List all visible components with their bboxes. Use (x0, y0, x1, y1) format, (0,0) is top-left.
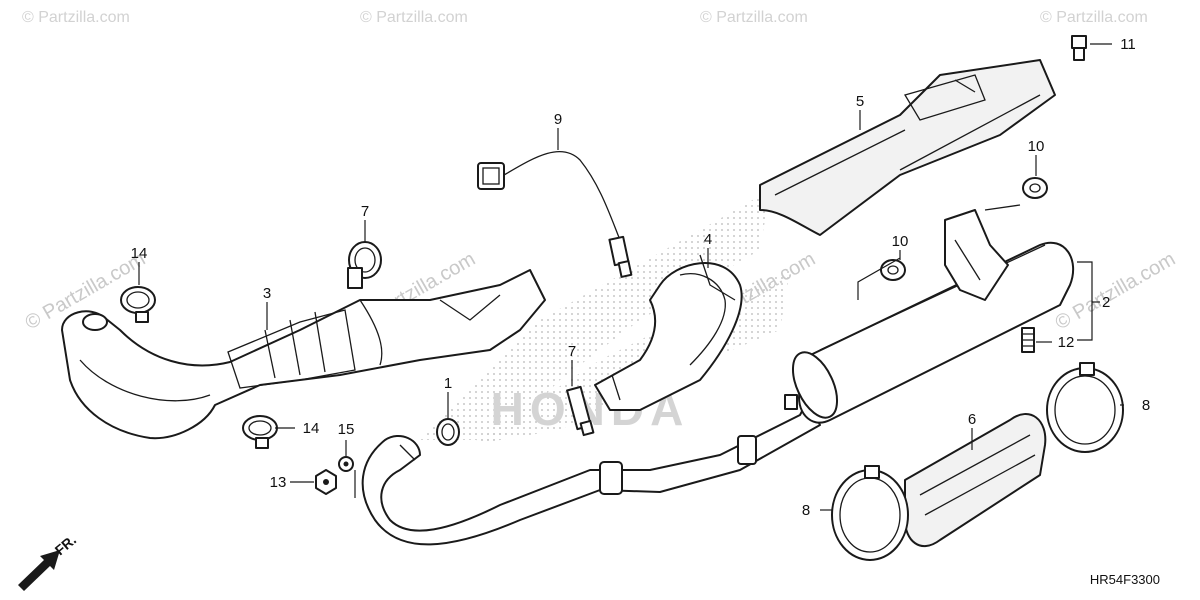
part-6-muffler-shield[interactable] (904, 413, 1047, 547)
callout-3: 3 (263, 285, 271, 302)
callout-6: 6 (968, 411, 976, 428)
part-11-bolt[interactable] (1071, 35, 1087, 61)
part-14-clamp-upper[interactable] (120, 286, 156, 323)
part-2-mid-pipe[interactable] (361, 399, 821, 546)
callout-13: 13 (270, 474, 287, 491)
part-1-gasket[interactable] (436, 418, 460, 446)
callout-1: 1 (444, 375, 452, 392)
part-4-pipe-segment[interactable] (594, 254, 743, 411)
leader-lines (138, 43, 1124, 511)
watermark-top-4: © Partzilla.com (1040, 9, 1148, 26)
part-13-nut[interactable] (315, 469, 337, 495)
callout-14-upper: 14 (131, 245, 148, 262)
part-15-washer[interactable] (338, 456, 354, 472)
callout-15: 15 (338, 421, 355, 438)
watermark-top-1: © Partzilla.com (22, 9, 130, 26)
watermark-top-2: © Partzilla.com (360, 9, 468, 26)
part-3-exhaust-pipe[interactable] (61, 269, 546, 440)
part-9-o2-sensor[interactable] (477, 150, 633, 278)
callout-8-left: 8 (802, 502, 810, 519)
callout-9: 9 (554, 111, 562, 128)
callout-10-upper: 10 (1028, 138, 1045, 155)
front-direction-arrow: FR. (18, 532, 79, 591)
callout-8-right: 8 (1142, 397, 1150, 414)
callout-11: 11 (1120, 36, 1136, 53)
part-12-bolt[interactable] (1021, 327, 1035, 353)
callout-4: 4 (704, 231, 712, 248)
callout-7-upper: 7 (361, 203, 369, 220)
part-10-grommet-upper[interactable] (1022, 177, 1048, 199)
part-7-clamp-lower[interactable] (566, 385, 595, 437)
part-2-muffler[interactable] (784, 241, 1075, 425)
muffler-bracket[interactable] (944, 204, 1021, 301)
callout-14-lower: 14 (303, 420, 320, 437)
callout-5: 5 (856, 93, 864, 110)
part-7-clamp-upper[interactable] (347, 241, 382, 289)
callout-10-lower: 10 (892, 233, 909, 250)
part-5-heat-shield[interactable] (759, 59, 1056, 236)
diagram-code: HR54F3300 (1090, 572, 1160, 587)
part-14-clamp-lower[interactable] (242, 415, 278, 449)
watermark-top-3: © Partzilla.com (700, 9, 808, 26)
callout-12: 12 (1058, 334, 1075, 351)
callout-7-lower: 7 (568, 343, 576, 360)
callout-2: 2 (1102, 294, 1110, 311)
part-8-clamp-left[interactable] (831, 465, 909, 561)
part-8-clamp-right[interactable] (1046, 362, 1124, 453)
part-10-grommet-lower[interactable] (880, 259, 906, 281)
